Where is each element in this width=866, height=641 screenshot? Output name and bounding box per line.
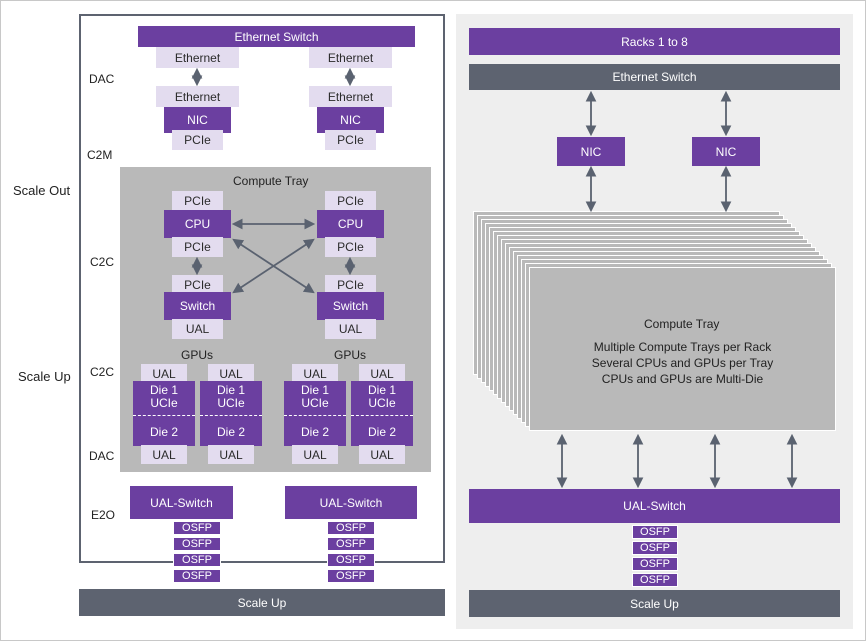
cpu-pcie-top: PCIe: [325, 191, 376, 211]
ucie-label: UCIe: [150, 396, 178, 410]
osfp-port: OSFP: [632, 557, 678, 571]
nic-block: NIC: [692, 137, 760, 166]
ual-switch-bar: UAL-Switch: [469, 489, 840, 523]
cpu-pcie-top: PCIe: [172, 191, 223, 211]
switch-block: Switch: [317, 292, 384, 320]
nic-block: NIC: [317, 107, 384, 133]
ethernet-port: Ethernet: [156, 47, 239, 68]
osfp-port: OSFP: [173, 521, 221, 535]
ethernet-switch-bar: Ethernet Switch: [138, 26, 415, 47]
osfp-port: OSFP: [327, 569, 375, 583]
gpu-ual-bottom: UAL: [292, 445, 338, 464]
osfp-port: OSFP: [173, 537, 221, 551]
osfp-port: OSFP: [632, 541, 678, 555]
gpus-label: GPUs: [181, 348, 214, 362]
gpu-ual-top: UAL: [359, 364, 405, 383]
row-label-dac: DAC: [89, 72, 115, 86]
osfp-port: OSFP: [327, 537, 375, 551]
switch-ual: UAL: [325, 319, 376, 339]
nic-block: NIC: [557, 137, 625, 166]
switch-ual: UAL: [172, 319, 223, 339]
row-label-dac: DAC: [89, 449, 115, 463]
compute-tray-title: Compute Tray: [233, 174, 309, 188]
scale-up-bar: Scale Up: [79, 589, 445, 616]
nic-ethernet-port: Ethernet: [156, 86, 239, 107]
left-outline: [79, 14, 445, 563]
scale-up-bar: Scale Up: [469, 590, 840, 617]
switch-pcie: PCIe: [172, 275, 223, 295]
scale-up-label: Scale Up: [18, 369, 71, 384]
racks-bar: Racks 1 to 8: [469, 28, 840, 55]
row-label-c2c: C2C: [90, 365, 115, 379]
gpu-die-block: Die 1 UCIe Die 2: [133, 381, 195, 446]
gpu-die-block: Die 1 UCIe Die 2: [351, 381, 413, 446]
gpu-ual-top: UAL: [292, 364, 338, 383]
cpu-block: CPU: [164, 210, 231, 238]
row-label-c2m: C2M: [87, 148, 113, 162]
pcie-port: PCIe: [172, 130, 223, 150]
cpu-pcie-bottom: PCIe: [172, 237, 223, 257]
gpu-ual-top: UAL: [141, 364, 187, 383]
ual-switch-block: UAL-Switch: [130, 486, 233, 519]
scale-out-label: Scale Out: [13, 183, 71, 198]
gpus-label: GPUs: [334, 348, 367, 362]
compute-tray-desc-line: Several CPUs and GPUs per Tray: [591, 356, 774, 370]
ucie-label: UCIe: [301, 396, 329, 410]
switch-block: Switch: [164, 292, 231, 320]
switch-pcie: PCIe: [325, 275, 376, 295]
pcie-port: PCIe: [325, 130, 376, 150]
osfp-port: OSFP: [632, 525, 678, 539]
nic-ethernet-port: Ethernet: [309, 86, 392, 107]
gpu-ual-bottom: UAL: [359, 445, 405, 464]
gpu-ual-bottom: UAL: [141, 445, 187, 464]
ual-switch-block: UAL-Switch: [285, 486, 417, 519]
osfp-port: OSFP: [632, 573, 678, 587]
compute-tray-title: Compute Tray: [644, 317, 720, 331]
die2-label: Die 2: [149, 425, 178, 439]
compute-tray-desc-line: CPUs and GPUs are Multi-Die: [601, 372, 764, 386]
row-label-e2o: E2O: [91, 508, 116, 522]
compute-tray-desc-line: Multiple Compute Trays per Rack: [593, 340, 772, 354]
die2-label: Die 2: [300, 425, 329, 439]
osfp-port: OSFP: [327, 553, 375, 567]
gpu-ual-top: UAL: [208, 364, 254, 383]
cpu-block: CPU: [317, 210, 384, 238]
die1-label: Die 1: [149, 383, 178, 397]
die1-label: Die 1: [367, 383, 396, 397]
die2-label: Die 2: [367, 425, 396, 439]
cpu-pcie-bottom: PCIe: [325, 237, 376, 257]
die2-label: Die 2: [216, 425, 245, 439]
ethernet-switch-bar: Ethernet Switch: [469, 64, 840, 90]
osfp-port: OSFP: [173, 553, 221, 567]
row-label-c2c: C2C: [90, 255, 115, 269]
ucie-label: UCIe: [217, 396, 245, 410]
die1-label: Die 1: [300, 383, 329, 397]
osfp-port: OSFP: [327, 521, 375, 535]
gpu-ual-bottom: UAL: [208, 445, 254, 464]
die1-label: Die 1: [216, 383, 245, 397]
nic-block: NIC: [164, 107, 231, 133]
gpu-die-block: Die 1 UCIe Die 2: [284, 381, 346, 446]
osfp-port: OSFP: [173, 569, 221, 583]
gpu-die-block: Die 1 UCIe Die 2: [200, 381, 262, 446]
ucie-label: UCIe: [368, 396, 396, 410]
ethernet-port: Ethernet: [309, 47, 392, 68]
compute-tray-card: [529, 267, 836, 431]
